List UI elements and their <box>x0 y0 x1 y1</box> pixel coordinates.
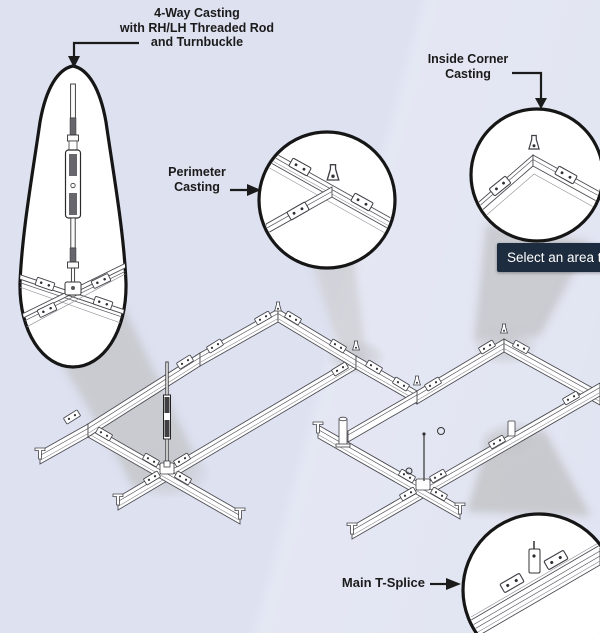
callout-4way-line3: and Turnbuckle <box>150 35 244 49</box>
callout-inside-corner-casting: Inside Corner Casting <box>403 52 533 81</box>
callout-main-t-splice: Main T-Splice <box>305 575 425 591</box>
main-t-splice-on-grid[interactable] <box>487 420 516 450</box>
magnifier-4way-casting[interactable] <box>12 64 134 369</box>
inside-corner-detail-art <box>473 134 600 227</box>
perimeter-detail-art <box>261 145 393 239</box>
arrow-inside-corner-casting <box>512 71 543 98</box>
cross-junction-bottom <box>397 468 449 502</box>
callout-perimeter-casting: Perimeter Casting <box>152 165 242 194</box>
4way-detail-art <box>19 83 127 332</box>
main-runner-right <box>351 382 600 540</box>
callout-4way-line2: with RH/LH Threaded Rod <box>119 20 275 35</box>
callout-perimeter-line1: Perimeter <box>168 165 226 179</box>
callout-4way-casting: 4-Way Casting with RH/LH Threaded Rod an… <box>102 6 292 50</box>
magnifier-main-t-splice[interactable] <box>461 512 600 633</box>
magnifier-perimeter-casting[interactable] <box>257 130 398 270</box>
ceiling-grid-illustration[interactable] <box>34 301 600 540</box>
magnifier-inside-corner-casting[interactable] <box>469 107 600 243</box>
perimeter-tee-1 <box>39 423 89 465</box>
cylinder-post <box>335 416 351 448</box>
arrow-4way-casting <box>72 41 139 56</box>
callout-inside-corner-line2: Casting <box>445 66 491 81</box>
perimeter-tee-7 <box>503 338 600 406</box>
callout-perimeter-line2: Casting <box>174 179 220 194</box>
selection-tooltip: Select an area to <box>497 243 600 272</box>
callout-inside-corner-line1: Inside Corner <box>427 52 509 66</box>
hanger-wire <box>405 427 445 481</box>
t-splice-detail-art <box>465 541 600 633</box>
threaded-rod-turnbuckle <box>163 361 171 468</box>
callout-main-t-splice-line1: Main T-Splice <box>341 575 425 590</box>
callout-4way-line1: 4-Way Casting <box>154 6 240 20</box>
callout-arrows <box>68 41 547 590</box>
valley-stem-tee <box>347 390 418 443</box>
